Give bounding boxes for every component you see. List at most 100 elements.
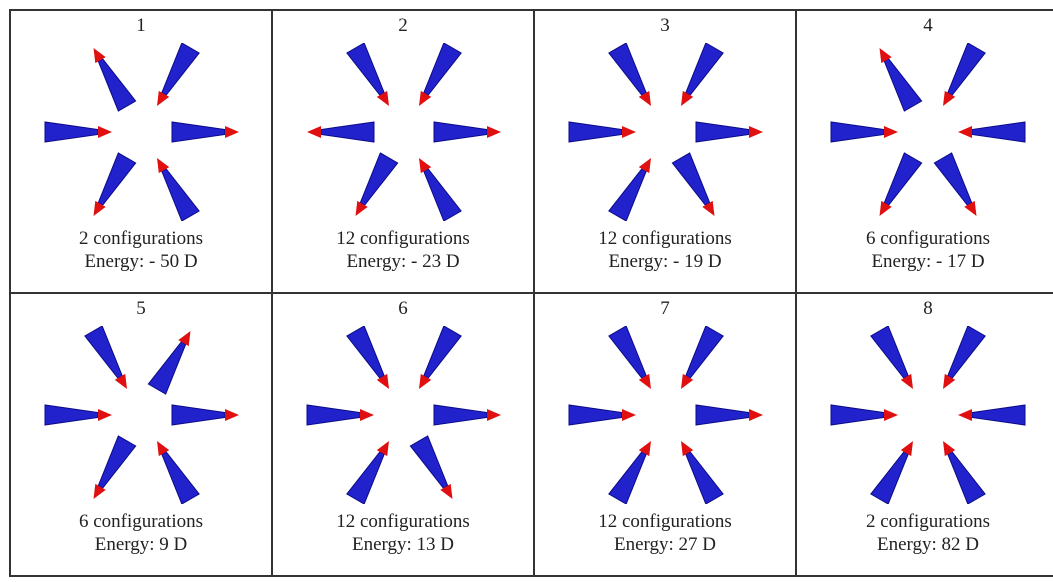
dipole-arrow-out: [695, 404, 763, 426]
arrow-head: [360, 409, 374, 421]
dipole-arrow-in: [943, 326, 986, 390]
arrow-head: [681, 90, 694, 107]
dipole-arrangement: [44, 326, 239, 504]
arrow-shaft: [947, 43, 986, 96]
arrow-head: [943, 90, 956, 107]
arrow-head: [307, 126, 321, 138]
dipole-arrow-in: [44, 404, 112, 426]
panel-number: 1: [136, 15, 146, 36]
arrow-head: [879, 47, 892, 64]
dipole-arrow-out: [147, 330, 191, 395]
panel-number: 7: [660, 298, 670, 319]
arrow-shaft: [947, 326, 986, 379]
arrow-head: [749, 126, 763, 138]
arrow-head: [355, 200, 368, 217]
dipole-arrangement: [307, 43, 501, 221]
arrow-shaft: [84, 326, 123, 379]
configurations-count: 6 configurations: [78, 511, 203, 532]
dipole-arrow-out: [93, 47, 137, 112]
arrow-shaft: [147, 341, 187, 395]
arrow-head: [884, 409, 898, 421]
panel-number: 5: [136, 298, 146, 319]
arrow-head: [98, 126, 112, 138]
arrow-head: [419, 373, 432, 390]
dipole-arrow-out: [433, 121, 501, 143]
arrow-shaft: [568, 404, 623, 426]
energy-value: Energy: - 19 D: [608, 251, 722, 272]
arrow-shaft: [568, 121, 623, 143]
arrow-shaft: [97, 435, 137, 489]
arrow-shaft: [608, 43, 647, 96]
arrow-shaft: [883, 152, 923, 206]
arrow-head: [964, 200, 977, 217]
dipole-arrangement: [568, 43, 763, 221]
dipole-arrow-in: [419, 43, 462, 107]
arrow-shaft: [171, 404, 226, 426]
dipole-arrow-in: [608, 43, 651, 107]
dipole-arrow-out: [171, 121, 239, 143]
arrow-shaft: [685, 326, 724, 379]
arrow-head: [376, 90, 389, 107]
arrow-shaft: [685, 43, 724, 96]
arrow-shaft: [870, 451, 909, 504]
dipole-arrow-in: [870, 326, 913, 390]
arrow-shaft: [608, 326, 647, 379]
arrow-head: [638, 440, 651, 457]
arrow-head: [93, 200, 106, 217]
arrow-head: [749, 409, 763, 421]
arrow-shaft: [883, 58, 923, 112]
dipole-arrow-in: [346, 326, 389, 390]
dipole-arrow-in: [943, 440, 986, 504]
configurations-count: 12 configurations: [598, 511, 732, 532]
arrow-shaft: [161, 43, 200, 96]
dipole-arrow-in: [681, 440, 724, 504]
arrow-shaft: [346, 43, 385, 96]
arrow-shaft: [44, 404, 99, 426]
arrow-shaft: [685, 451, 724, 504]
dipole-arrow-in: [608, 440, 651, 504]
panel-number: 3: [660, 15, 670, 36]
dipole-arrow-out: [433, 404, 501, 426]
arrow-shaft: [409, 435, 449, 489]
arrow-head: [943, 373, 956, 390]
arrow-shaft: [161, 451, 200, 504]
energy-value: Energy: 13 D: [351, 534, 455, 555]
dipole-arrow-out: [933, 152, 977, 217]
arrow-head: [487, 409, 501, 421]
energy-value: Energy: - 17 D: [871, 251, 985, 272]
arrow-head: [225, 409, 239, 421]
dipole-arrow-out: [671, 152, 715, 217]
dipole-arrow-in: [958, 121, 1026, 143]
energy-value: Energy: 82 D: [876, 534, 980, 555]
dipole-arrow-in: [157, 157, 200, 221]
dipole-arrow-out: [93, 435, 137, 500]
arrow-head: [98, 409, 112, 421]
dipole-arrow-in: [419, 157, 462, 221]
dipole-arrow-in: [681, 326, 724, 390]
panel-number: 8: [923, 298, 933, 319]
arrow-head: [440, 483, 453, 500]
dipole-arrow-in: [346, 440, 389, 504]
arrow-shaft: [346, 326, 385, 379]
configurations-count: 12 configurations: [598, 228, 732, 249]
arrow-head: [638, 157, 651, 174]
dipole-arrangement: [568, 326, 763, 504]
dipole-arrow-in: [568, 404, 636, 426]
arrow-shaft: [423, 43, 462, 96]
dipole-arrow-out: [879, 47, 923, 112]
arrow-shaft: [695, 404, 750, 426]
dipole-arrow-in: [608, 157, 651, 221]
arrow-shaft: [870, 326, 909, 379]
dipole-arrow-in: [157, 43, 200, 107]
arrow-head: [225, 126, 239, 138]
dipole-arrow-in: [943, 43, 986, 107]
arrow-shaft: [433, 121, 488, 143]
arrow-shaft: [608, 168, 647, 221]
